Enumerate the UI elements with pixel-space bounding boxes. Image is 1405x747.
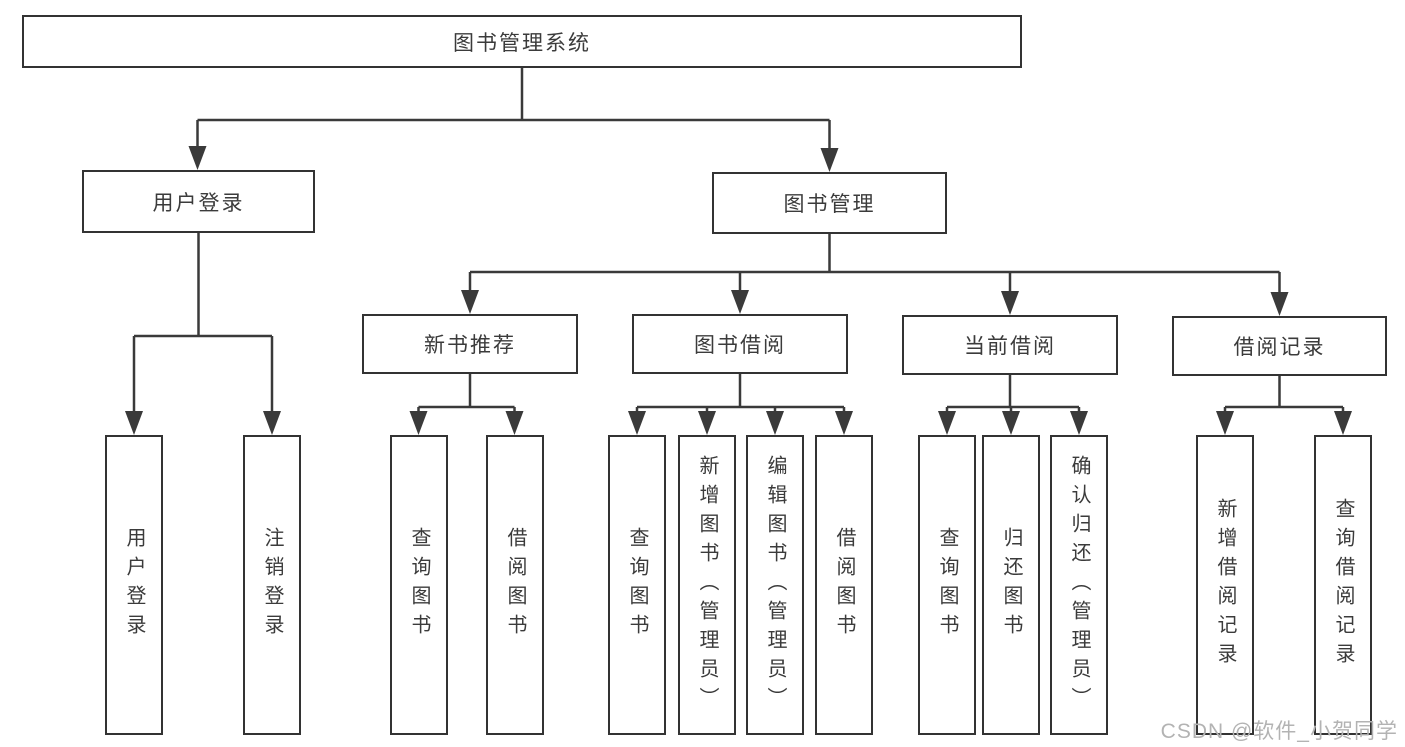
leaf-borrow-borrow-book: 借阅图书 — [815, 435, 873, 735]
leaf-records-add-record-label: 新增借阅记录 — [1214, 498, 1236, 672]
leaf-records-query-record-label: 查询借阅记录 — [1332, 498, 1354, 672]
leaf-current-confirm-return-label: 确认归还（管理员） — [1068, 454, 1090, 716]
leaf-recommend-borrow-book-label: 借阅图书 — [504, 527, 526, 643]
leaf-borrow-query-book-label: 查询图书 — [626, 527, 648, 643]
leaf-user-login-label: 用户登录 — [123, 527, 145, 643]
watermark: CSDN @软件_小贺同学 — [1160, 720, 1398, 743]
node-user-login-label: 用户登录 — [152, 191, 245, 215]
leaf-records-query-record: 查询借阅记录 — [1314, 435, 1372, 735]
leaf-borrow-query-book: 查询图书 — [608, 435, 666, 735]
node-borrow-records-label: 借阅记录 — [1233, 336, 1326, 359]
node-current-borrow: 当前借阅 — [902, 315, 1118, 375]
node-root: 图书管理系统 — [22, 15, 1022, 68]
leaf-current-query-book-label: 查询图书 — [936, 527, 958, 643]
leaf-borrow-add-book-label: 新增图书（管理员） — [696, 454, 718, 716]
leaf-logout: 注销登录 — [243, 435, 301, 735]
node-user-login: 用户登录 — [82, 170, 315, 233]
node-book-management-label: 图书管理 — [783, 193, 876, 216]
leaf-current-query-book: 查询图书 — [918, 435, 976, 735]
leaf-current-return-book-label: 归还图书 — [1000, 527, 1022, 643]
node-current-borrow-label: 当前借阅 — [964, 335, 1056, 358]
leaf-records-add-record: 新增借阅记录 — [1196, 435, 1254, 735]
node-new-book-recommend-label: 新书推荐 — [424, 334, 516, 357]
leaf-current-return-book: 归还图书 — [982, 435, 1040, 735]
leaf-borrow-borrow-book-label: 借阅图书 — [833, 527, 855, 643]
node-book-management: 图书管理 — [712, 172, 947, 234]
node-book-borrow-label: 图书借阅 — [694, 334, 786, 357]
node-root-label: 图书管理系统 — [453, 31, 591, 55]
leaf-recommend-query-book-label: 查询图书 — [408, 527, 430, 643]
leaf-borrow-edit-book: 编辑图书（管理员） — [746, 435, 804, 735]
leaf-borrow-add-book: 新增图书（管理员） — [678, 435, 736, 735]
node-borrow-records: 借阅记录 — [1172, 316, 1387, 376]
leaf-recommend-query-book: 查询图书 — [390, 435, 448, 735]
arrowheads — [125, 146, 1352, 435]
leaf-logout-label: 注销登录 — [261, 527, 283, 643]
leaf-borrow-edit-book-label: 编辑图书（管理员） — [764, 454, 786, 716]
leaf-recommend-borrow-book: 借阅图书 — [486, 435, 544, 735]
leaf-current-confirm-return: 确认归还（管理员） — [1050, 435, 1108, 735]
node-book-borrow: 图书借阅 — [632, 314, 848, 374]
leaf-user-login: 用户登录 — [105, 435, 163, 735]
node-new-book-recommend: 新书推荐 — [362, 314, 578, 374]
